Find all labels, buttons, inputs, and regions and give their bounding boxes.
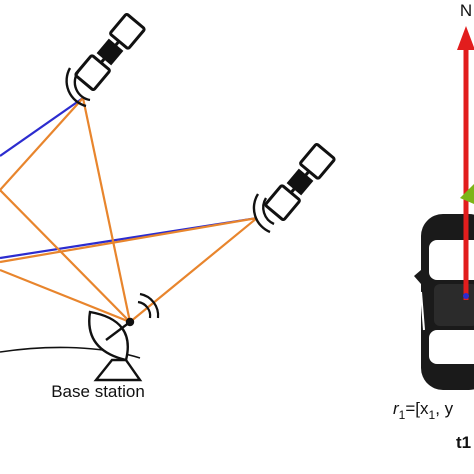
car-icon	[414, 214, 474, 390]
north-arrow	[457, 26, 474, 300]
position-label: r1=[x1, y	[393, 399, 454, 422]
time-label: t1	[456, 433, 471, 452]
satellite-icon	[264, 142, 336, 222]
satellite-icon	[74, 12, 146, 92]
orange-link-3	[81, 97, 132, 323]
north-label: N	[460, 1, 472, 20]
orange-link-1	[0, 97, 84, 191]
blue-link-top	[0, 97, 84, 157]
heading-arrow	[460, 184, 474, 204]
orange-link-4	[0, 268, 131, 324]
base-station-label: Base station	[51, 382, 145, 401]
orange-link-2	[0, 189, 131, 323]
signal-links	[0, 97, 258, 324]
dish-antenna-icon	[88, 310, 143, 382]
signal-waves-icon	[137, 292, 160, 319]
orange-link-5	[0, 216, 258, 264]
signal-waves-icon	[65, 67, 91, 108]
orange-link-6	[129, 217, 258, 323]
signal-waves-icon	[252, 193, 275, 234]
